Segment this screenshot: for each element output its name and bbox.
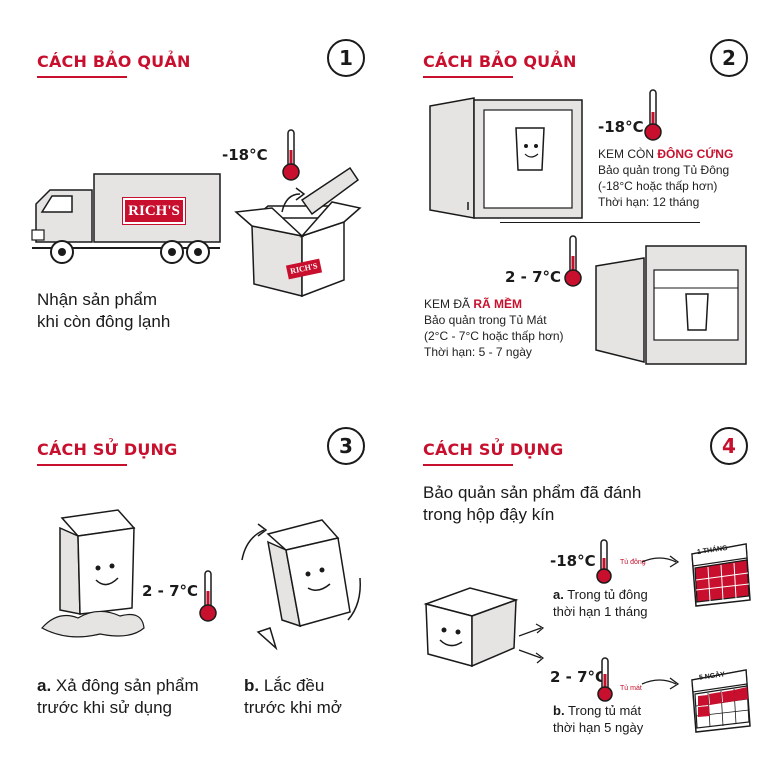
- s3-step-b-line-2: trước khi mở: [244, 698, 342, 717]
- s3-temperature: 2 - 7°C: [142, 582, 199, 600]
- thermometer-icon: [282, 129, 300, 181]
- s2-freezer-line-3: Thời hạn: 12 tháng: [598, 195, 700, 209]
- s2-freezer-line-1: Bảo quản trong Tủ Đông: [598, 163, 730, 177]
- s3-step-a: a. Xả đông sản phẩm trước khi sử dụng: [37, 675, 199, 719]
- s2-freezer-temperature: -18°C: [598, 118, 644, 136]
- s3-step-a-line-2: trước khi sử dụng: [37, 698, 173, 717]
- s4-option-a-line-1: a. Trong tủ đông: [553, 587, 648, 602]
- storage-container-illustration: [423, 587, 519, 668]
- thermometer-icon: [199, 570, 217, 622]
- s2-freezer-line-2: (-18°C hoặc thấp hơn): [598, 179, 718, 193]
- s3-step-b-line-1: b. Lắc đều: [244, 676, 325, 695]
- shaking-carton-illustration: [241, 519, 361, 651]
- s1-caption-line-1: Nhận sản phẩm: [37, 290, 158, 309]
- step-3-badge: 3: [327, 427, 365, 465]
- step-4-badge: 4: [710, 427, 748, 465]
- s2-divider: [500, 222, 700, 223]
- step-1-badge: 1: [327, 39, 365, 77]
- section-2-underline: [423, 76, 513, 78]
- s2-fridge-info: KEM ĐÃ RÃ MỀM Bảo quản trong Tủ Mát (2°C…: [424, 296, 564, 360]
- thermometer-icon: [597, 657, 613, 702]
- s4-option-b-line-1: b. Trong tủ mát: [553, 703, 642, 718]
- s4-freezer-temperature: -18°C: [550, 552, 596, 570]
- s1-caption: Nhận sản phẩm khi còn đông lạnh: [37, 289, 170, 333]
- s4-intro: Bảo quản sản phẩm đã đánh trong hộp đậy …: [423, 482, 641, 526]
- s2-fridge-heading: KEM ĐÃ RÃ MỀM: [424, 297, 523, 311]
- s2-fridge-line-2: (2°C - 7°C hoặc thấp hơn): [424, 329, 564, 343]
- s2-freezer-info: KEM CÒN ĐÔNG CỨNG Bảo quản trong Tủ Đông…: [598, 146, 733, 210]
- freezer-illustration: [429, 97, 583, 219]
- calendar-icon: [691, 669, 751, 733]
- s2-fridge-line-1: Bảo quản trong Tủ Mát: [424, 313, 547, 327]
- s4-intro-line-2: trong hộp đậy kín: [423, 505, 555, 524]
- fridge-illustration: [595, 245, 747, 365]
- shipping-box-illustration: [234, 166, 362, 298]
- thermometer-icon: [644, 89, 662, 141]
- section-3-underline: [37, 464, 127, 466]
- s4-freezer-tag: Tủ đông: [620, 559, 646, 566]
- thermometer-icon: [564, 235, 582, 287]
- thawing-carton-illustration: [41, 509, 145, 638]
- section-3-title: CÁCH SỬ DỤNG: [37, 440, 178, 459]
- s4-option-a-line-2: thời hạn 1 tháng: [553, 604, 648, 619]
- s4-option-b: b. Trong tủ mát thời hạn 5 ngày: [553, 702, 643, 736]
- section-1-underline: [37, 76, 127, 78]
- section-4-underline: [423, 464, 513, 466]
- arrow-right-icon: [641, 677, 680, 690]
- s2-fridge-temperature: 2 - 7°C: [505, 268, 562, 286]
- s4-option-b-line-2: thời hạn 5 ngày: [553, 720, 644, 735]
- s2-fridge-line-3: Thời hạn: 5 - 7 ngày: [424, 345, 532, 359]
- s2-freezer-heading: KEM CÒN ĐÔNG CỨNG: [598, 147, 734, 161]
- s4-fridge-tag: Tủ mát: [620, 685, 642, 692]
- s3-step-b: b. Lắc đều trước khi mở: [244, 675, 342, 719]
- arrow-right-icon: [641, 555, 680, 568]
- step-2-badge: 2: [710, 39, 748, 77]
- branch-arrows-icon: [518, 623, 545, 664]
- section-4-title: CÁCH SỬ DỤNG: [423, 440, 564, 459]
- s1-caption-line-2: khi còn đông lạnh: [37, 312, 171, 331]
- thermometer-icon: [596, 539, 612, 584]
- section-1-title: CÁCH BẢO QUẢN: [37, 52, 191, 71]
- s4-option-a: a. Trong tủ đông thời hạn 1 tháng: [553, 586, 648, 620]
- s4-intro-line-1: Bảo quản sản phẩm đã đánh: [423, 483, 642, 502]
- s1-temperature: -18°C: [222, 146, 268, 164]
- truck-logo: RICH'S: [122, 197, 186, 225]
- s3-step-a-line-1: a. Xả đông sản phẩm: [37, 676, 199, 695]
- calendar-icon: [691, 543, 751, 607]
- section-2-title: CÁCH BẢO QUẢN: [423, 52, 577, 71]
